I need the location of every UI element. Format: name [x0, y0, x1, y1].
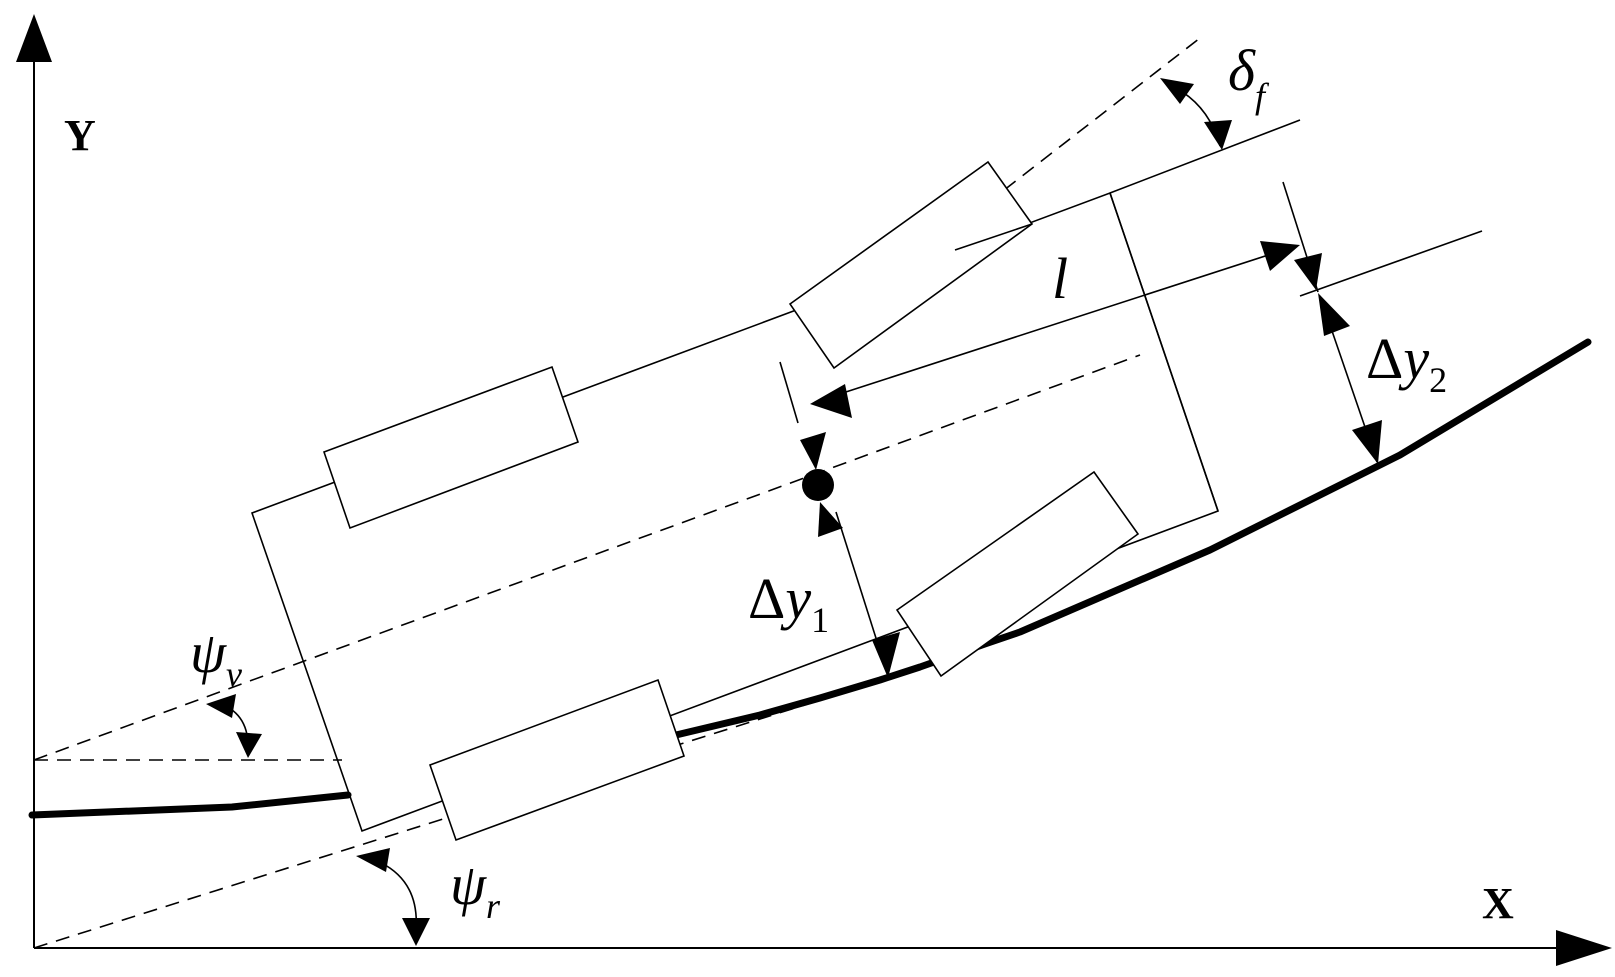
delta-y1-arrow-bottom [872, 632, 900, 678]
delta-y1-prefix: Δ [748, 566, 785, 631]
vehicle-heading-angle: ψv [190, 620, 262, 758]
delta-y1-arrow-top [800, 432, 826, 470]
psi-r-arrow-top [356, 848, 390, 872]
front-axle-tick-arrow [1294, 253, 1322, 290]
y-axis-label: Y [64, 111, 96, 160]
wheelbase-dimension-line [814, 245, 1297, 403]
road-heading-line [33, 689, 853, 949]
delta-f-symbol: δ [1228, 38, 1256, 103]
road-heading-angle: ψr [356, 848, 501, 946]
psi-r-symbol: ψ [450, 852, 487, 917]
x-axis-arrowhead [1556, 930, 1612, 966]
delta-f-subscript: f [1255, 76, 1270, 116]
delta-f-arrow-top [1160, 78, 1194, 104]
delta-y2-dimension: Δy2 [1318, 293, 1447, 464]
vehicle-heading-line [33, 354, 1141, 761]
center-of-gravity-dot [802, 469, 834, 501]
delta-y2-arrow-top [1318, 293, 1350, 336]
delta-y2-subscript: 2 [1429, 360, 1447, 400]
psi-r-subscript: r [486, 886, 501, 926]
delta-f-label: δf [1228, 38, 1270, 116]
cg-extension-tick [779, 361, 799, 424]
delta-f-wheel-axis [954, 223, 1033, 251]
vehicle-body-top-extension [1109, 119, 1301, 194]
front-left-wheel [788, 160, 1034, 370]
delta-y1-subscript: 1 [811, 600, 829, 640]
delta-y1-arrow-cg [818, 502, 843, 537]
wheelbase-arrow-left [810, 384, 852, 418]
psi-r-label: ψr [450, 852, 501, 926]
delta-y1-dimension: Δy1 [748, 432, 900, 678]
psi-v-symbol: ψ [190, 620, 227, 685]
wheelbase-label: l [1052, 246, 1068, 311]
delta-y2-arrow-bottom [1352, 420, 1382, 464]
wheelbase-extension-line [1299, 230, 1483, 297]
delta-y2-prefix: Δ [1366, 326, 1403, 391]
reference-lines [33, 37, 1201, 949]
x-axis-label: X [1482, 879, 1514, 928]
coordinate-axes: Y X [16, 14, 1612, 966]
steering-angle: δf [954, 38, 1270, 251]
wheelbase-dimension: l [779, 181, 1483, 424]
front-right-wheel [895, 470, 1140, 678]
rear-right-wheel [428, 678, 686, 842]
psi-v-arrow-bottom [236, 732, 262, 758]
y-axis-arrowhead [16, 14, 52, 62]
rear-left-wheel [322, 365, 580, 530]
delta-y1-symbol: y [780, 566, 811, 631]
wheels [322, 160, 1140, 842]
psi-v-label: ψv [190, 620, 242, 694]
delta-f-arrow-bottom [1204, 120, 1232, 150]
wheelbase-arrow-right [1260, 241, 1300, 271]
reference-path-left [28, 791, 352, 819]
psi-r-arrow-bottom [402, 918, 430, 946]
front-axle-line [1109, 192, 1219, 512]
delta-y2-label: Δy2 [1366, 326, 1447, 400]
psi-v-arrow-top [206, 694, 236, 718]
delta-y2-symbol: y [1398, 326, 1429, 391]
psi-v-subscript: v [226, 654, 242, 694]
delta-y1-label: Δy1 [748, 566, 829, 640]
